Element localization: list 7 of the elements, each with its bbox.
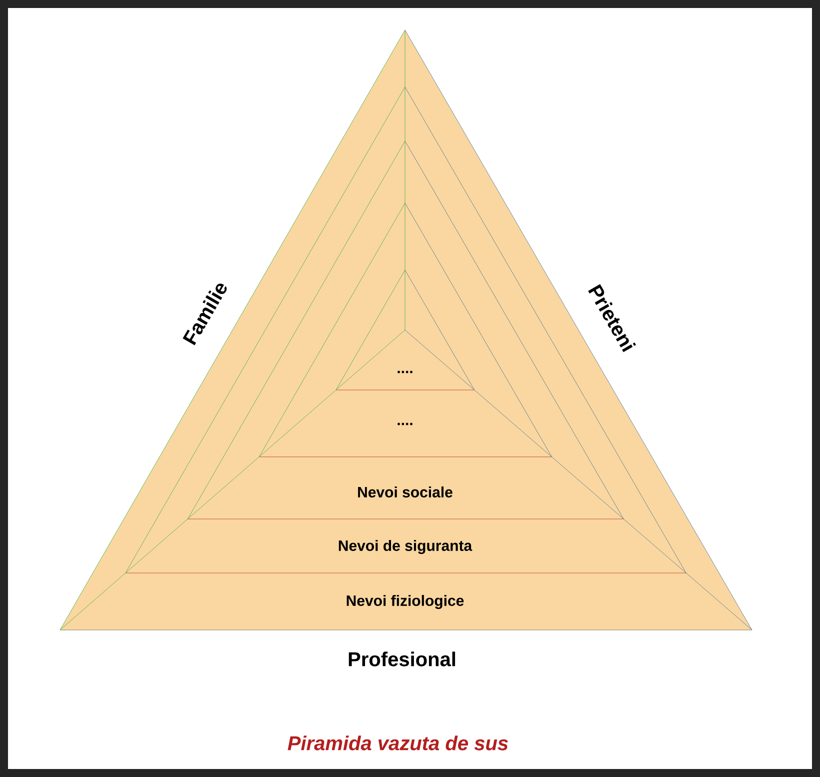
layer-label: ....	[398, 370, 412, 374]
caption: Piramida vazuta de sus	[288, 736, 508, 750]
side-label: Profesional	[348, 652, 456, 666]
layer-label: Nevoi sociale	[358, 486, 452, 498]
layer-label: Nevoi fiziologice	[346, 594, 464, 610]
layer-label: Nevoi de siguranta	[338, 540, 472, 554]
layer-label: ....	[398, 422, 412, 426]
